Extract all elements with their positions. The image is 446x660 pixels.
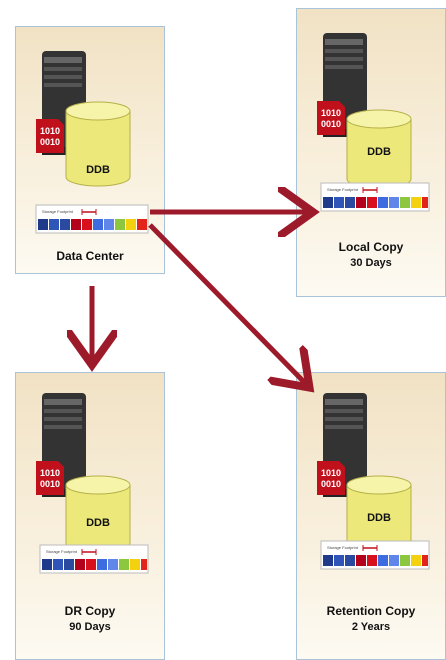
svg-text:DDB: DDB	[86, 517, 110, 529]
svg-text:0010: 0010	[321, 119, 341, 129]
svg-text:0010: 0010	[321, 479, 341, 489]
node-caption: Retention Copy 2 Years	[297, 603, 445, 635]
node-caption: Data Center	[16, 248, 164, 264]
binary-badge-icon: 1010 0010	[317, 461, 345, 495]
database-cylinder: DDB	[65, 101, 131, 187]
storage-footprint-bar: Storage Footprint	[35, 204, 149, 234]
storage-footprint-bar: Storage Footprint	[320, 540, 430, 570]
svg-text:Storage Footprint: Storage Footprint	[46, 549, 78, 554]
svg-text:Storage Footprint: Storage Footprint	[327, 545, 359, 550]
server-db-graphic: 1010 0010 DDB Storage Footprint	[35, 51, 149, 234]
svg-text:DDB: DDB	[367, 146, 391, 158]
node-data-center: 1010 0010 DDB Storage Footprint Dat	[15, 26, 165, 274]
node-title: DR Copy	[64, 604, 116, 618]
storage-footprint-bar: Storage Footprint	[320, 182, 430, 212]
svg-text:1010: 1010	[321, 108, 341, 118]
node-caption: DR Copy 90 Days	[16, 603, 164, 635]
node-retention-copy: 1010 0010 DDB Storage Footprint Ret	[296, 372, 446, 660]
server-db-graphic: 1010 0010 DDB Storage Footprint	[317, 33, 430, 212]
server-db-graphic: 1010 0010 DDB Storage Footprint	[36, 393, 149, 574]
svg-text:0010: 0010	[40, 479, 60, 489]
binary-badge-icon: 1010 0010	[36, 119, 64, 153]
database-cylinder: DDB	[65, 475, 131, 553]
svg-text:1010: 1010	[40, 126, 60, 136]
svg-text:1010: 1010	[40, 468, 60, 478]
node-subtitle: 30 Days	[350, 257, 392, 269]
node-title: Data Center	[56, 249, 124, 263]
binary-badge-icon: 1010 0010	[36, 461, 64, 495]
svg-text:0010: 0010	[40, 137, 60, 147]
server-db-graphic: 1010 0010 DDB Storage Footprint	[317, 393, 430, 570]
node-title: Local Copy	[338, 240, 404, 254]
storage-footprint-bar: Storage Footprint	[39, 544, 149, 574]
node-subtitle: 2 Years	[351, 621, 391, 633]
node-title: Retention Copy	[326, 604, 416, 618]
svg-text:1010: 1010	[321, 468, 341, 478]
node-subtitle: 90 Days	[69, 621, 111, 633]
database-cylinder: DDB	[346, 109, 412, 189]
binary-badge-icon: 1010 0010	[317, 101, 345, 135]
edge-to-retention-copy	[148, 223, 306, 384]
node-local-copy: 1010 0010 DDB Storage Footprint Loc	[296, 8, 446, 297]
svg-text:DDB: DDB	[367, 512, 391, 524]
svg-text:DDB: DDB	[86, 164, 110, 176]
node-dr-copy: 1010 0010 DDB Storage Footprint DR	[15, 372, 165, 660]
svg-text:Storage Footprint: Storage Footprint	[42, 209, 74, 214]
svg-text:Storage Footprint: Storage Footprint	[327, 187, 359, 192]
node-caption: Local Copy 30 Days	[297, 239, 445, 271]
